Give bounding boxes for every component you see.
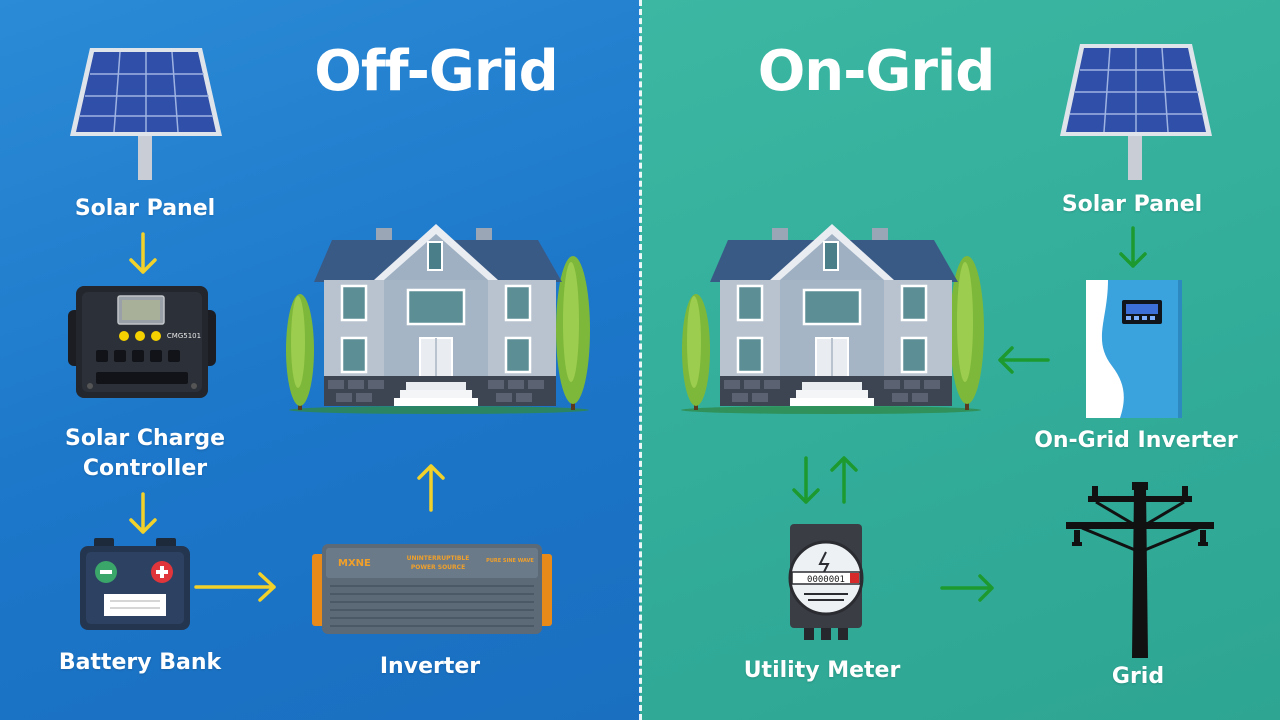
arrow-icon <box>417 464 445 512</box>
power-pole-icon <box>1066 482 1214 658</box>
grid-inverter-icon <box>1086 280 1182 418</box>
charge-controller-label: Solar Charge Controller <box>40 424 250 483</box>
charge-controller-label-line1: Solar Charge <box>64 426 226 451</box>
on-grid-inverter-label: On-Grid Inverter <box>1034 428 1238 453</box>
battery-icon <box>80 538 190 630</box>
inverter-icon: MXNE UNINTERRUPTIBLE POWER SOURCE PURE S… <box>312 544 552 634</box>
off-grid-title: Off-Grid <box>314 39 558 104</box>
charge-controller-icon: CMG5101 <box>68 286 216 398</box>
arrow-icon <box>998 346 1050 374</box>
inverter-caption-line2: POWER SOURCE <box>411 564 465 571</box>
arrow-icon <box>129 492 157 534</box>
arrow-icon <box>792 456 858 504</box>
panel-divider <box>639 0 642 720</box>
solar-panel-icon <box>1060 44 1212 180</box>
inverter-brand-text: MXNE <box>338 558 371 569</box>
meter-reading-text: 0000001 <box>807 575 845 585</box>
arrow-icon <box>194 572 276 602</box>
battery-bank-label: Battery Bank <box>58 650 222 675</box>
inverter-caption-right: PURE SINE WAVE <box>486 558 534 564</box>
house-icon <box>286 224 590 414</box>
grid-label: Grid <box>1111 664 1165 689</box>
controller-model-text: CMG5101 <box>167 332 201 340</box>
arrow-icon <box>129 232 157 274</box>
charge-controller-label-line2: Controller <box>82 455 208 481</box>
off-solar-panel-label: Solar Panel <box>74 196 216 221</box>
on-solar-panel-label: Solar Panel <box>1061 192 1203 217</box>
on-grid-title: On-Grid <box>757 39 996 104</box>
solar-panel-icon <box>70 48 222 180</box>
arrow-icon <box>940 574 994 602</box>
house-icon <box>681 224 984 414</box>
arrow-icon <box>1119 226 1147 268</box>
utility-meter-icon: 0000001 <box>788 524 864 640</box>
inverter-label: Inverter <box>379 654 481 679</box>
utility-meter-label: Utility Meter <box>743 658 901 683</box>
inverter-caption-line1: UNINTERRUPTIBLE <box>407 555 470 562</box>
